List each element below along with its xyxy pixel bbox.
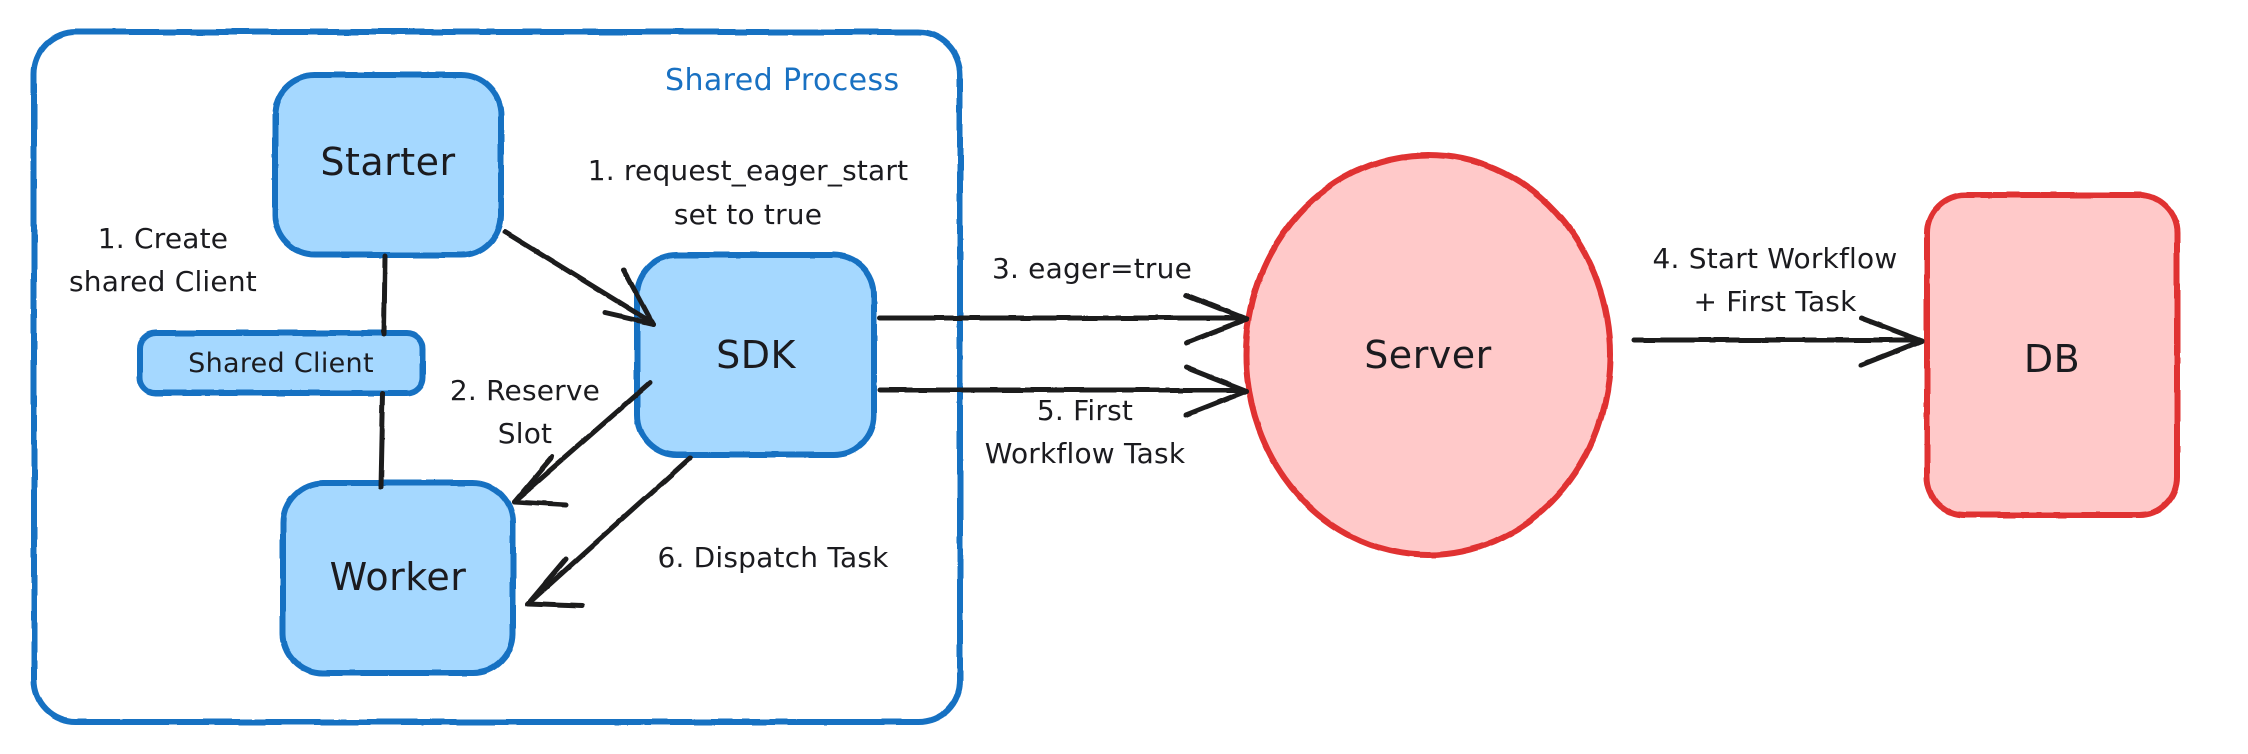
node-label-server: Server xyxy=(1364,333,1492,377)
edge-shared-client-worker xyxy=(378,390,386,490)
edge-label-first-task-line1: 5. First xyxy=(1037,394,1133,427)
edge-label-create-line1: 1. Create xyxy=(98,222,228,255)
edge-label-first-task-line2: Workflow Task xyxy=(985,437,1186,470)
edge-server-db-head-b xyxy=(1858,338,1925,368)
node-server[interactable] xyxy=(1243,152,1613,558)
db-shape[interactable] xyxy=(1924,192,2180,518)
node-label-worker: Worker xyxy=(330,555,467,599)
edge-reserve-head-a xyxy=(511,454,555,505)
edge-first-task-head-b xyxy=(1183,388,1250,418)
edge-sdk-worker-dispatch xyxy=(527,455,693,605)
node-worker[interactable] xyxy=(280,480,516,676)
edge-label-start-wf-line2: + First Task xyxy=(1693,285,1857,318)
edge-label-eager-req-line2: set to true xyxy=(674,198,822,231)
node-shared-client[interactable] xyxy=(137,330,426,396)
edge-eager-head-b xyxy=(1183,316,1250,346)
node-label-db: DB xyxy=(2024,337,2080,381)
worker-shape[interactable] xyxy=(280,480,516,676)
edge-label-start-wf-line1: 4. Start Workflow xyxy=(1653,242,1898,275)
edge-starter-shared-client xyxy=(381,253,388,337)
node-label-starter: Starter xyxy=(320,140,455,184)
node-label-sdk: SDK xyxy=(716,333,796,377)
group-label-shared-process: Shared Process xyxy=(665,63,900,98)
edge-sdk-worker-reserve xyxy=(513,380,653,503)
node-sdk[interactable] xyxy=(634,252,877,458)
edge-label-reserve-line2: Slot xyxy=(498,417,552,450)
edge-label-create-line2: shared Client xyxy=(69,265,257,298)
edge-label-dispatch: 6. Dispatch Task xyxy=(657,541,889,574)
edge-server-db-head-a xyxy=(1858,315,1925,344)
node-starter[interactable] xyxy=(272,72,504,258)
edge-starter-sdk-head-b xyxy=(621,267,656,327)
shared-process-border xyxy=(31,29,963,725)
sdk-shape[interactable] xyxy=(634,252,877,458)
starter-shape[interactable] xyxy=(272,72,504,258)
edge-first-task-head-a xyxy=(1183,364,1250,394)
node-db[interactable] xyxy=(1924,192,2180,518)
node-label-shared-client: Shared Client xyxy=(188,348,374,379)
server-shape[interactable] xyxy=(1243,152,1613,558)
shared-client-shape[interactable] xyxy=(137,330,426,396)
edge-starter-sdk xyxy=(502,229,654,325)
group-shared-process xyxy=(31,29,963,725)
edge-eager-head-a xyxy=(1183,292,1250,322)
edge-dispatch-head-a xyxy=(525,556,569,607)
edge-dispatch-head-b xyxy=(525,601,585,609)
edge-label-reserve-line1: 2. Reserve xyxy=(450,374,600,407)
edge-label-eager-req-line1: 1. request_eager_start xyxy=(588,154,909,187)
edge-label-eager: 3. eager=true xyxy=(992,252,1192,285)
edge-starter-sdk-head-a xyxy=(602,310,656,327)
edge-reserve-head-b xyxy=(511,499,569,508)
